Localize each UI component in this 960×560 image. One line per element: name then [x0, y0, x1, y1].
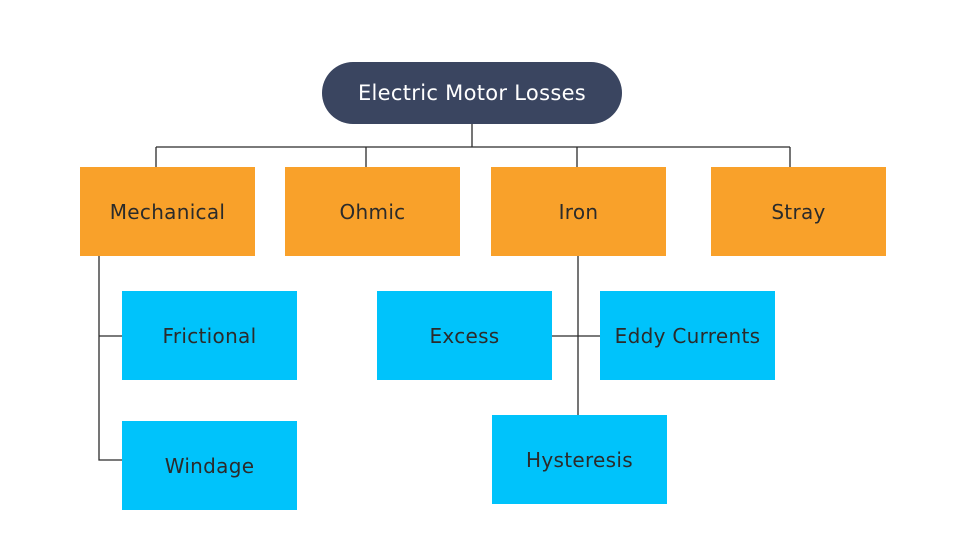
subcategory-excess: Excess [377, 291, 552, 380]
subcategory-windage: Windage [122, 421, 297, 510]
subcategory-excess-label: Excess [429, 323, 500, 348]
subcategory-eddy-currents: Eddy Currents [600, 291, 775, 380]
subcategory-frictional-label: Frictional [162, 323, 257, 348]
category-stray: Stray [711, 167, 886, 256]
category-ohmic: Ohmic [285, 167, 460, 256]
category-iron: Iron [491, 167, 666, 256]
category-stray-label: Stray [771, 199, 826, 224]
category-mechanical-label: Mechanical [109, 199, 226, 224]
iron-children-connector [552, 256, 600, 415]
subcategory-frictional: Frictional [122, 291, 297, 380]
category-mechanical: Mechanical [80, 167, 255, 256]
root-to-tier-connector [155, 124, 791, 167]
subcategory-hysteresis: Hysteresis [492, 415, 667, 504]
subcategory-eddy-currents-label: Eddy Currents [614, 323, 761, 348]
mechanical-children-connector [98, 256, 122, 461]
root-node-label: Electric Motor Losses [357, 81, 587, 105]
subcategory-hysteresis-label: Hysteresis [526, 447, 633, 472]
root-node: Electric Motor Losses [322, 62, 622, 124]
category-ohmic-label: Ohmic [339, 199, 406, 224]
subcategory-windage-label: Windage [164, 453, 255, 478]
category-iron-label: Iron [558, 199, 599, 224]
